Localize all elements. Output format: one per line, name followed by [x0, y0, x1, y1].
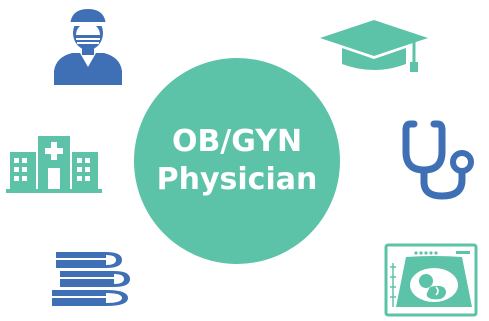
center-title-line1: OB/GYN: [171, 124, 303, 159]
center-circle: OB/GYN Physician: [134, 58, 340, 264]
books-icon: [52, 252, 130, 306]
stethoscope-icon: [402, 120, 474, 200]
surgeon-icon: [54, 9, 122, 85]
ultrasound-icon: [384, 243, 478, 317]
hospital-icon: [6, 136, 102, 193]
graduation-cap-icon: [320, 20, 428, 72]
center-title-line2: Physician: [156, 162, 318, 197]
